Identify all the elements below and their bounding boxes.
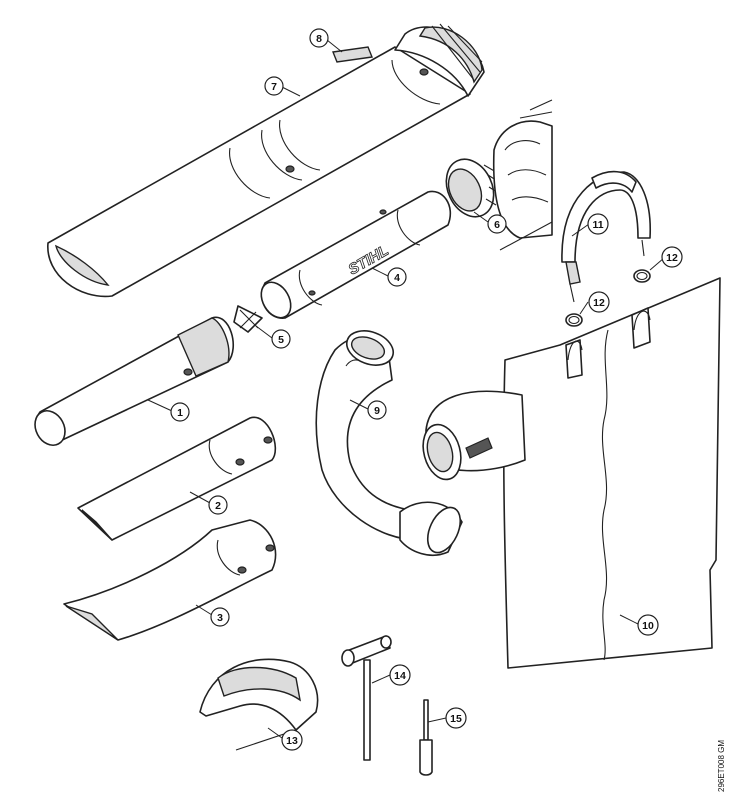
svg-text:12: 12 [593, 297, 605, 309]
part-label [332, 46, 373, 63]
callout-11: 11 [587, 213, 609, 235]
svg-text:11: 11 [592, 219, 603, 231]
callout-5: 5 [271, 329, 291, 349]
leader-lines [147, 39, 665, 739]
svg-text:14: 14 [394, 670, 406, 682]
reference-code: 296ET008 GM [717, 740, 726, 792]
callout-13: 13 [281, 729, 303, 751]
machine-housing [492, 99, 553, 251]
svg-text:1: 1 [177, 407, 183, 419]
svg-text:4: 4 [394, 272, 400, 284]
callout-2: 2 [208, 495, 228, 515]
callout-4: 4 [387, 267, 407, 287]
part-collection-bag [422, 277, 721, 669]
part-clip [233, 305, 263, 333]
callout-7: 7 [264, 76, 284, 96]
part-suction-elbow [315, 330, 463, 556]
callout-3: 3 [210, 607, 230, 627]
part-coupling-ring [445, 158, 501, 218]
callout-10: 10 [637, 614, 659, 636]
svg-text:10: 10 [642, 620, 654, 632]
svg-text:15: 15 [450, 713, 462, 725]
part-shoulder-strap [561, 170, 651, 303]
svg-text:12: 12 [666, 252, 678, 264]
part-flat-nozzle [77, 416, 277, 541]
part-safety-glasses [199, 658, 319, 751]
callout-1: 1 [170, 402, 190, 422]
part-round-nozzle [34, 316, 234, 446]
part-screwdriver [419, 699, 433, 776]
callout-12-right: 12 [661, 246, 683, 268]
part-ring-left [565, 313, 583, 327]
svg-text:5: 5 [278, 334, 284, 346]
svg-text:6: 6 [494, 219, 500, 231]
svg-text:7: 7 [271, 81, 277, 93]
callout-12-left: 12 [588, 291, 610, 313]
svg-text:8: 8 [316, 33, 322, 45]
svg-text:13: 13 [286, 735, 298, 747]
part-combination-wrench [341, 635, 392, 761]
svg-text:2: 2 [215, 500, 221, 512]
callout-15: 15 [445, 707, 467, 729]
callout-8: 8 [309, 28, 329, 48]
part-ring-right [633, 269, 651, 283]
callout-14: 14 [389, 664, 411, 686]
part-intermediate-tube: STIHL [260, 190, 452, 319]
svg-text:9: 9 [374, 405, 380, 417]
part-blower-tube [47, 23, 485, 298]
callout-9: 9 [367, 400, 387, 420]
svg-text:3: 3 [217, 612, 223, 624]
part-curved-nozzle [63, 519, 277, 641]
callout-6: 6 [487, 214, 507, 234]
